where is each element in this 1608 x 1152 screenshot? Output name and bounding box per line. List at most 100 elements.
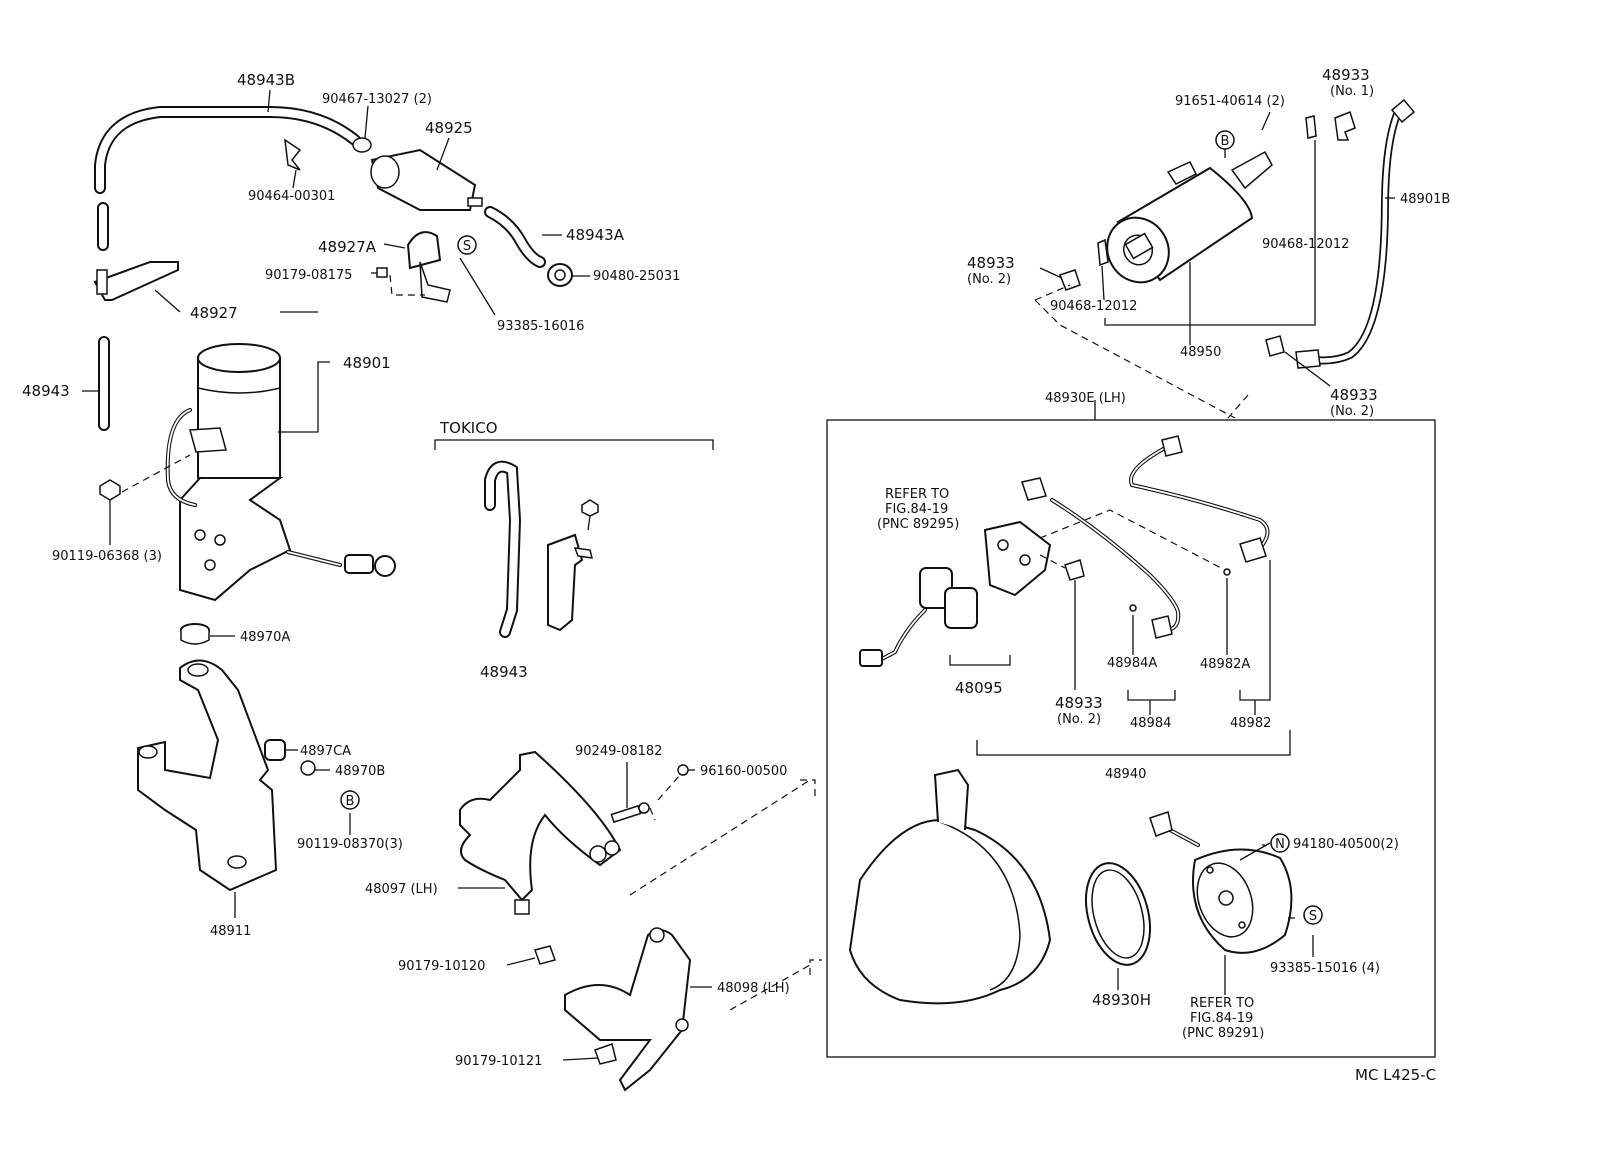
bolt-90249 (610, 802, 650, 824)
tube-48901B (1295, 98, 1416, 369)
label-90464-00301: 90464-00301 (248, 189, 335, 204)
gasket-48930H (1085, 862, 1151, 966)
bracket-48927 (93, 261, 179, 301)
label-90179-10121: 90179-10121 (455, 1054, 542, 1069)
label-48982: 48982 (1230, 716, 1271, 731)
label-48984: 48984 (1130, 716, 1171, 731)
svg-text:S: S (463, 239, 471, 254)
svg-text:B: B (1221, 134, 1230, 149)
label-48982A: 48982A (1200, 657, 1250, 672)
bolt-90119-06368 (99, 479, 121, 516)
label-refer2-line3: (PNC 89291) (1182, 1026, 1264, 1041)
marker-s-mid: S (457, 235, 477, 255)
grommet-90480 (547, 263, 573, 287)
label-48930H: 48930H (1092, 991, 1151, 1009)
pump-cover (1149, 811, 1293, 954)
label-refer1-line1: REFER TO (885, 487, 949, 502)
label-48911: 48911 (210, 924, 251, 939)
marker-b-left: B (340, 790, 360, 810)
label-mc-code: MC L425-C (1355, 1066, 1436, 1084)
label-48927A: 48927A (318, 238, 377, 256)
label-refer2-line2: FIG.84-19 (1190, 1011, 1253, 1026)
clamp-48927A (406, 231, 451, 303)
label-90119-08370: 90119-08370(3) (297, 837, 403, 852)
label-48095: 48095 (955, 679, 1003, 697)
label-90467-13027: 90467-13027 (2) (322, 92, 432, 107)
solenoid-48095 (859, 520, 1052, 667)
label-48970A: 48970A (240, 630, 290, 645)
band-48098 (564, 927, 692, 1092)
label-48933-no1: 48933 (1322, 66, 1370, 84)
label-48901B: 48901B (1400, 192, 1450, 207)
tokico-bracket-line (434, 439, 714, 450)
svg-text:N: N (1275, 837, 1285, 852)
label-tokico: TOKICO (439, 419, 498, 437)
label-no2-mid: (No. 2) (1057, 712, 1101, 727)
clip-90468-top (1305, 115, 1317, 139)
label-91651-40614: 91651-40614 (2) (1175, 94, 1285, 109)
label-90468-12012-right: 90468-12012 (1262, 237, 1349, 252)
filter-48950 (1106, 150, 1273, 284)
label-no1: (No. 1) (1330, 84, 1374, 99)
label-48927: 48927 (190, 304, 238, 322)
label-48933-right: 48933 (1330, 386, 1378, 404)
washer-96160 (677, 764, 689, 776)
label-4897CA: 4897CA (300, 744, 351, 759)
label-48984A: 48984A (1107, 656, 1157, 671)
clip-48933-no2-left (1059, 269, 1081, 291)
clip-48933-no2-mid (1064, 559, 1085, 581)
marker-s-right: S (1303, 905, 1323, 925)
label-48098: 48098 (LH) (717, 981, 790, 996)
svg-text:B: B (346, 794, 355, 809)
nut-90179-08175 (376, 267, 388, 278)
label-96160-00500: 96160-00500 (700, 764, 787, 779)
band-48097 (459, 750, 622, 915)
clip-90468-left (1097, 238, 1109, 267)
label-94180-40500: 94180-40500(2) (1293, 837, 1399, 852)
label-48930E: 48930E (LH) (1045, 391, 1126, 406)
label-no2-right: (No. 2) (1330, 404, 1374, 419)
label-48097: 48097 (LH) (365, 882, 438, 897)
label-93385-15016: 93385-15016 (4) (1270, 961, 1380, 976)
oring-48984A (1129, 604, 1137, 612)
reservoir-48930E (848, 768, 1052, 1005)
tokico-hose-48943 (484, 460, 522, 638)
assembly-box-48930E (826, 419, 1436, 1058)
label-48950: 48950 (1180, 345, 1221, 360)
bracket-48911 (137, 659, 278, 892)
filter-48925 (370, 148, 483, 211)
label-90179-10120: 90179-10120 (398, 959, 485, 974)
collar-48970B (300, 760, 316, 776)
marker-n-right: N (1270, 833, 1290, 853)
label-refer2-line1: REFER TO (1190, 996, 1254, 1011)
cushion-48970A (180, 623, 210, 645)
tokico-bracket (547, 499, 599, 632)
label-48943B: 48943B (237, 71, 295, 89)
label-93385-16016: 93385-16016 (497, 319, 584, 334)
label-90468-12012-left: 90468-12012 (1050, 299, 1137, 314)
pump-48901 (179, 343, 292, 602)
label-48925: 48925 (425, 119, 473, 137)
hose-48943B (94, 106, 361, 194)
svg-text:S: S (1309, 909, 1317, 924)
sensor-harness (1021, 435, 1270, 639)
label-90179-08175: 90179-08175 (265, 268, 352, 283)
label-48970B: 48970B (335, 764, 385, 779)
label-48933-left: 48933 (967, 254, 1015, 272)
hose-48943A (484, 206, 546, 268)
label-90480-25031: 90480-25031 (593, 269, 680, 284)
cushion-4897CA (264, 739, 286, 761)
label-no2-left: (No. 2) (967, 272, 1011, 287)
label-48943-tokico: 48943 (480, 663, 528, 681)
label-90119-06368: 90119-06368 (3) (52, 549, 162, 564)
marker-b-top: B (1215, 130, 1235, 150)
label-48943A: 48943A (566, 226, 625, 244)
clip-48933-no2-right (1265, 335, 1285, 357)
label-48943-left: 48943 (22, 382, 70, 400)
label-90249-08182: 90249-08182 (575, 744, 662, 759)
pump-wire-harness (165, 408, 396, 577)
clamp-90467 (352, 137, 372, 153)
label-refer1-line2: FIG.84-19 (885, 502, 948, 517)
label-48940: 48940 (1105, 767, 1146, 782)
